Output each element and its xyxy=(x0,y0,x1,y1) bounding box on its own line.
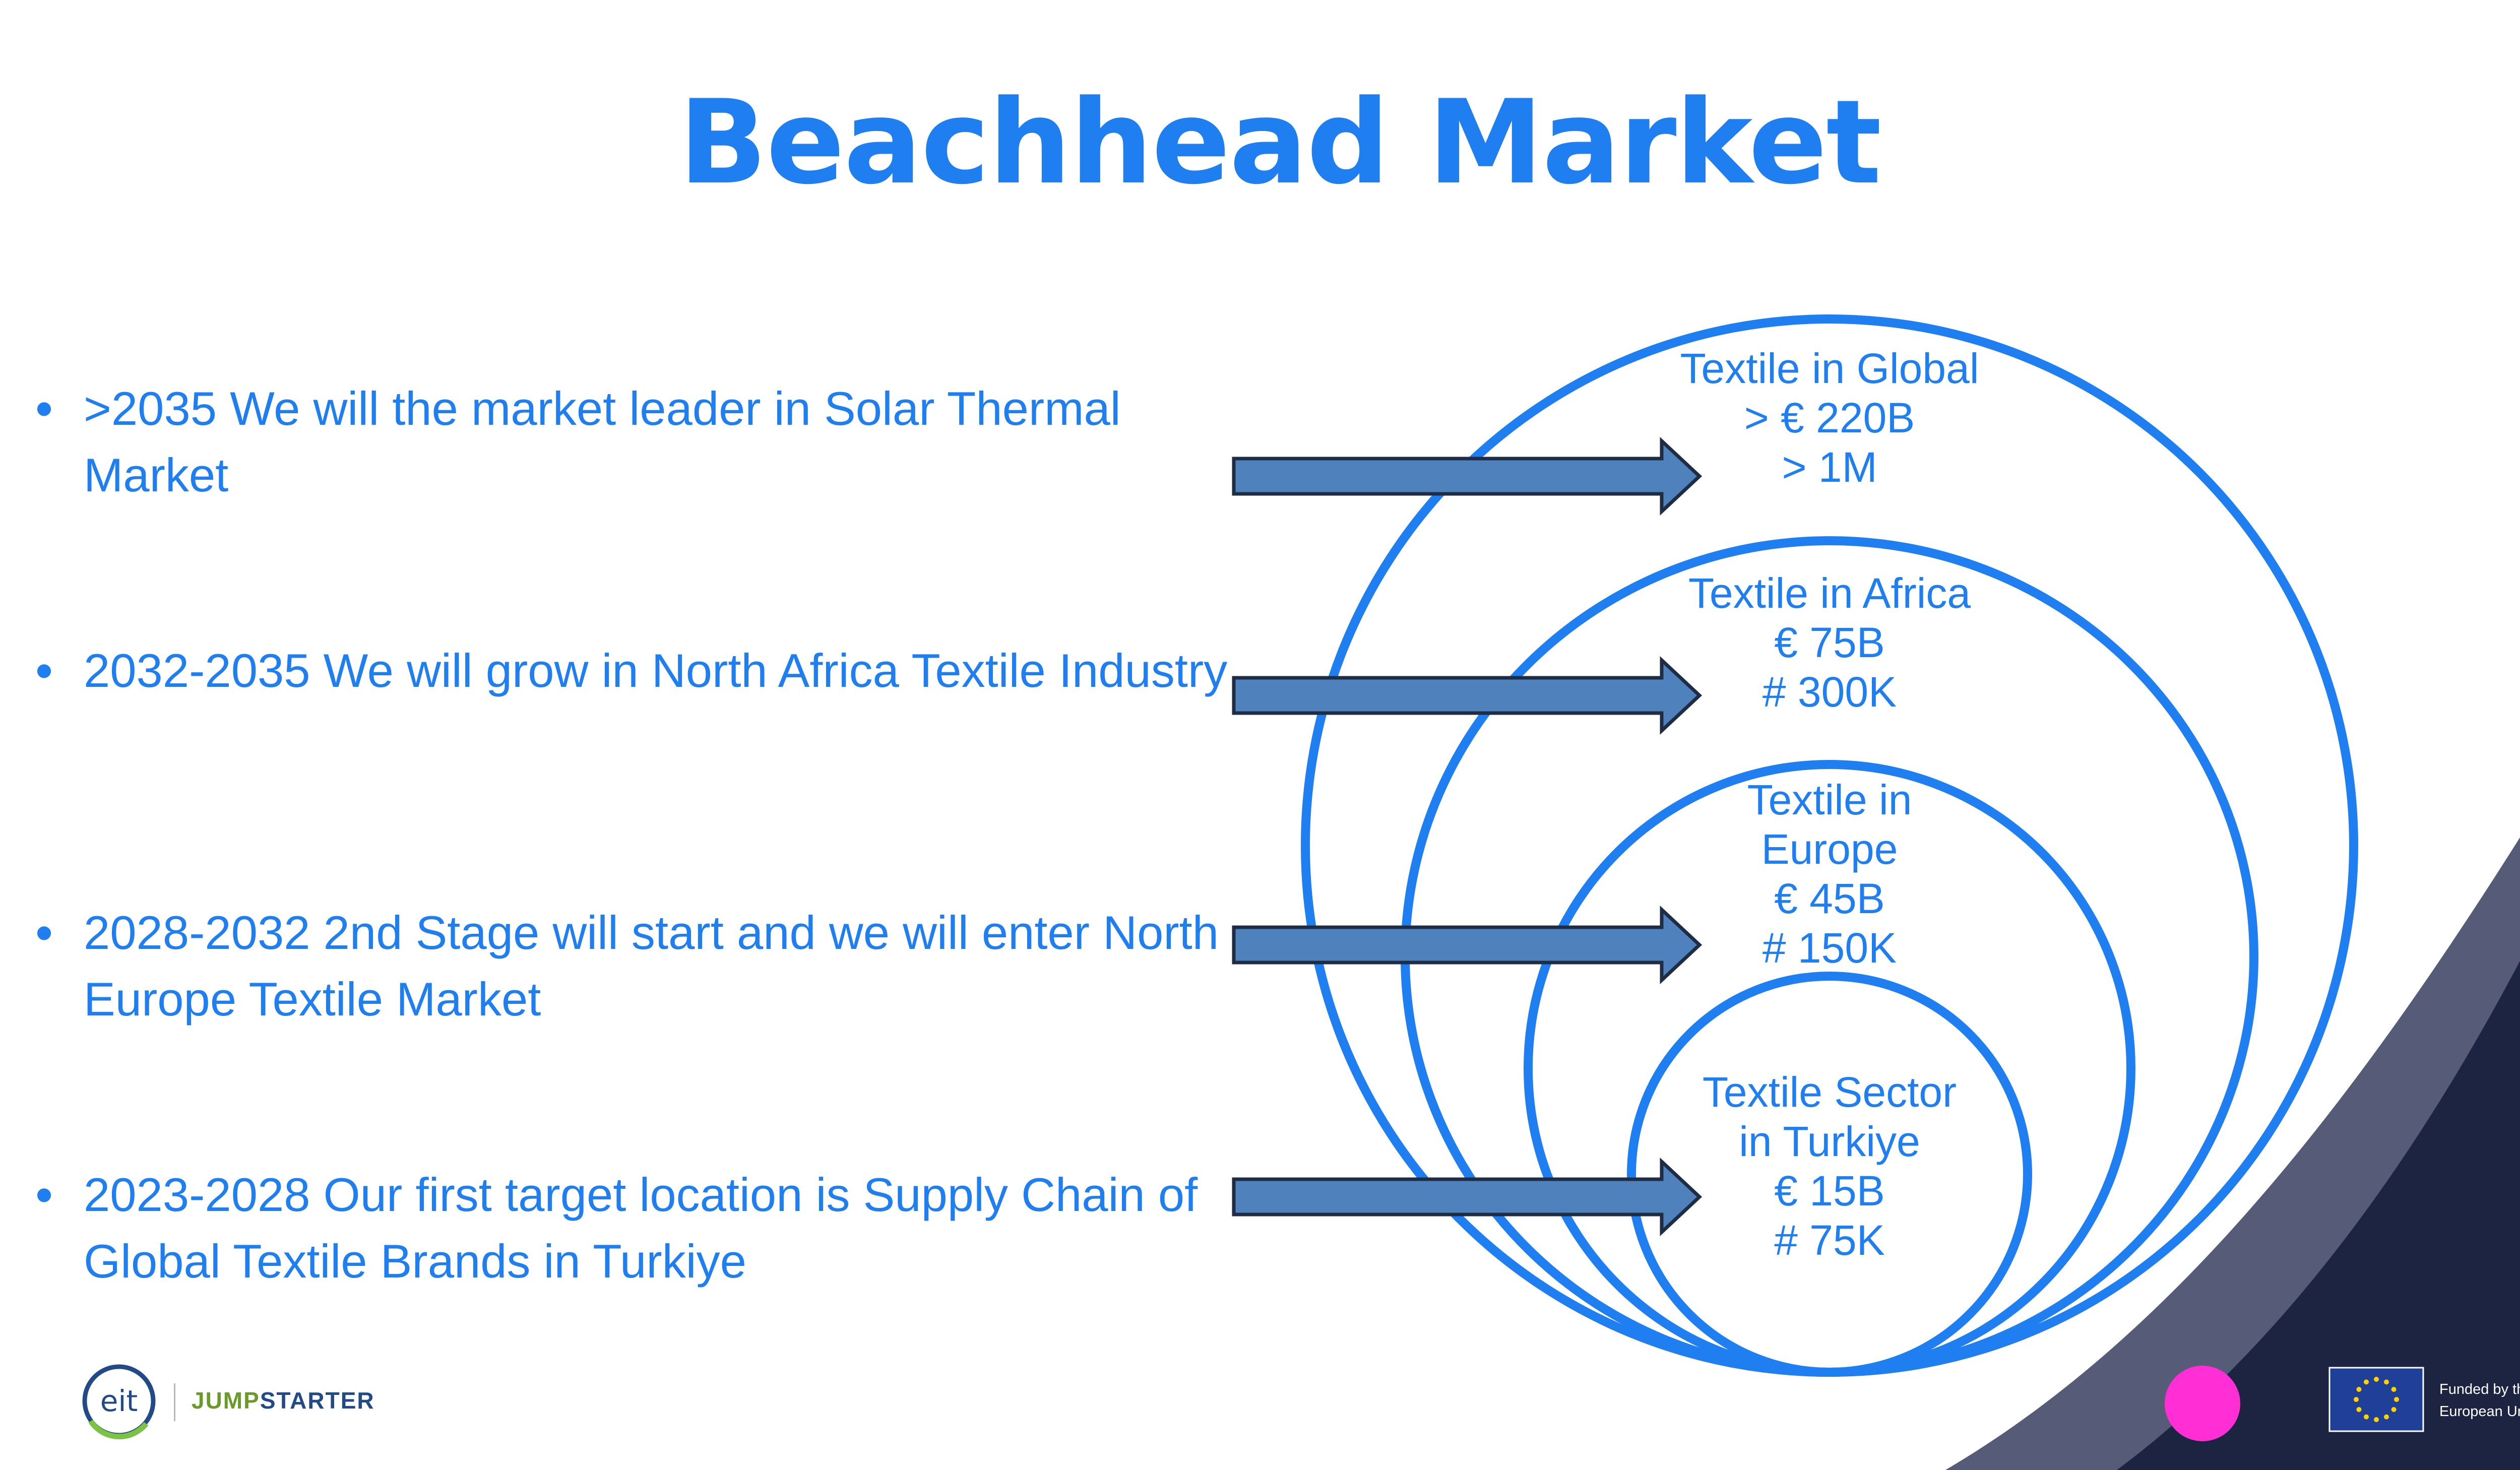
label-line: € 75B xyxy=(1774,619,1885,666)
eu-star xyxy=(2354,1397,2359,1402)
bullet-marker: • xyxy=(35,643,53,699)
bullet-marker: • xyxy=(35,1167,53,1223)
eu-star xyxy=(2384,1414,2389,1420)
label-line: Textile in Global xyxy=(1680,345,1979,392)
eu-star xyxy=(2374,1417,2379,1422)
eu-star xyxy=(2364,1379,2369,1385)
bullet-text: 2032-2035 We will grow in North Africa T… xyxy=(84,644,1228,697)
eu-funding-line: European Union xyxy=(2439,1403,2520,1420)
brand-jump: JUMP xyxy=(192,1387,260,1414)
label-line: Europe xyxy=(1761,825,1898,873)
label-line: # 150K xyxy=(1762,924,1897,972)
eu-star xyxy=(2384,1379,2389,1385)
circle-label-europe: Textile in Europe € 45B # 150K xyxy=(1678,775,1981,973)
label-line: Textile in Africa xyxy=(1688,569,1971,617)
eit-logo-icon: eit xyxy=(82,1364,156,1440)
eit-logo-arc xyxy=(88,1419,149,1440)
footer-divider xyxy=(174,1383,175,1421)
bullet-text: 2023-2028 Our first target location is S… xyxy=(84,1168,1198,1288)
label-line: Textile in xyxy=(1747,776,1912,823)
pink-dot xyxy=(2165,1366,2240,1441)
label-line: Textile Sector xyxy=(1702,1068,1957,1116)
eu-flag-stars xyxy=(2354,1377,2399,1422)
circle-label-africa: Textile in Africa € 75B # 300K xyxy=(1628,568,2031,717)
arrow-turkiye xyxy=(1232,1157,1703,1237)
page-title: Beachhead Market xyxy=(678,76,1881,210)
label-line: € 45B xyxy=(1774,875,1885,922)
circle-label-turkiye: Textile Sector in Turkiye € 15B # 75K xyxy=(1678,1067,1981,1265)
bullet-marker: • xyxy=(35,380,53,437)
label-line: # 75K xyxy=(1774,1217,1885,1264)
label-line: > 1M xyxy=(1782,443,1877,491)
arrow-europe xyxy=(1232,905,1703,985)
arrow-africa xyxy=(1232,656,1703,735)
label-line: € 15B xyxy=(1774,1167,1885,1215)
eu-star xyxy=(2394,1397,2399,1402)
navy-swoosh xyxy=(2117,961,2520,1470)
eit-logo-text: eit xyxy=(100,1384,138,1418)
eu-star xyxy=(2356,1387,2362,1392)
jumpstarter-logo: JUMPSTARTER xyxy=(192,1387,375,1414)
bullet-text: >2035 We will the market leader in Solar… xyxy=(84,382,1121,501)
eu-star xyxy=(2374,1377,2379,1382)
eu-star xyxy=(2391,1407,2397,1412)
bullet-text: 2028-2032 2nd Stage will start and we wi… xyxy=(84,906,1219,1026)
arrow-global xyxy=(1232,436,1703,516)
eu-star xyxy=(2391,1387,2397,1392)
circle-turkiye xyxy=(1627,972,2032,1377)
label-line: # 300K xyxy=(1762,668,1897,716)
eu-funding-line: Funded by the xyxy=(2439,1381,2520,1397)
eu-funding-text: Funded by the European Union xyxy=(2439,1378,2520,1423)
eu-flag-icon xyxy=(2328,1367,2424,1432)
brand-starter: STARTER xyxy=(260,1387,375,1414)
eu-star xyxy=(2356,1407,2362,1412)
circle-label-global: Textile in Global > € 220B > 1M xyxy=(1628,344,2031,492)
label-line: > € 220B xyxy=(1744,394,1915,441)
label-line: in Turkiye xyxy=(1739,1118,1920,1165)
bullet-marker: • xyxy=(35,905,53,961)
eu-star xyxy=(2364,1414,2369,1420)
